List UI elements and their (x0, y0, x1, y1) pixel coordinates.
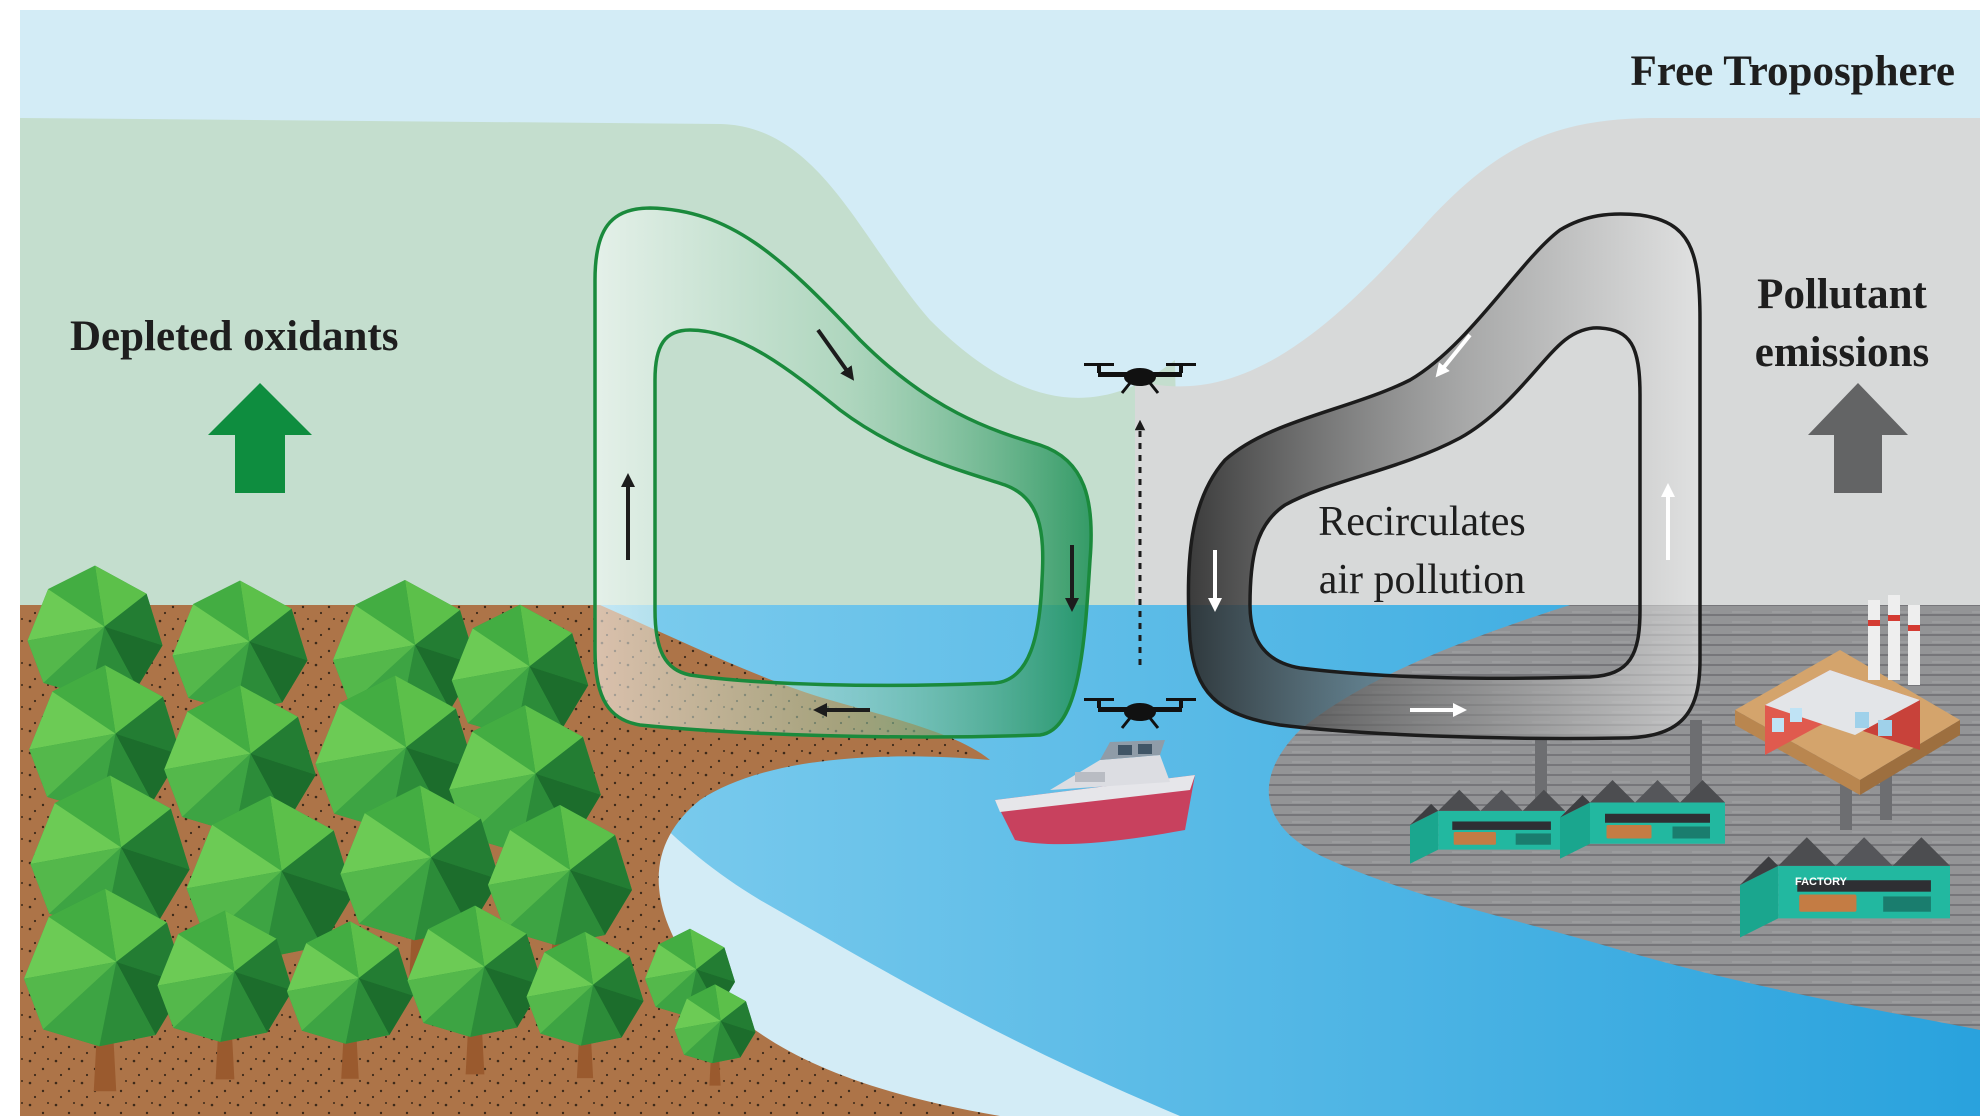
up-arrow-icon (208, 383, 312, 493)
depleted-oxidants-label: Depleted oxidants (70, 313, 398, 360)
pollutant-emissions-line2: emissions (1755, 329, 1929, 376)
industrial-area: FACTORY (1410, 595, 1960, 938)
factory-sign: FACTORY (1795, 876, 1848, 888)
grey-boundary-layer (1135, 118, 1980, 620)
recirculates-label-line2: air pollution (1319, 557, 1525, 603)
down-right-arrow (816, 328, 855, 381)
boat-icon (995, 740, 1195, 845)
pollutant-emissions-line1: Pollutant (1757, 271, 1927, 318)
green-recirculation-loop (593, 206, 1093, 739)
down-left-arrow-white (1435, 333, 1472, 378)
up-arrow-icon (1808, 383, 1908, 493)
power-plant-icon (1735, 595, 1960, 795)
free-troposphere-label: Free Troposphere (1631, 48, 1955, 95)
grey-recirculation-loop (1186, 212, 1702, 741)
recirculates-label-line1: Recirculates (1318, 499, 1526, 545)
